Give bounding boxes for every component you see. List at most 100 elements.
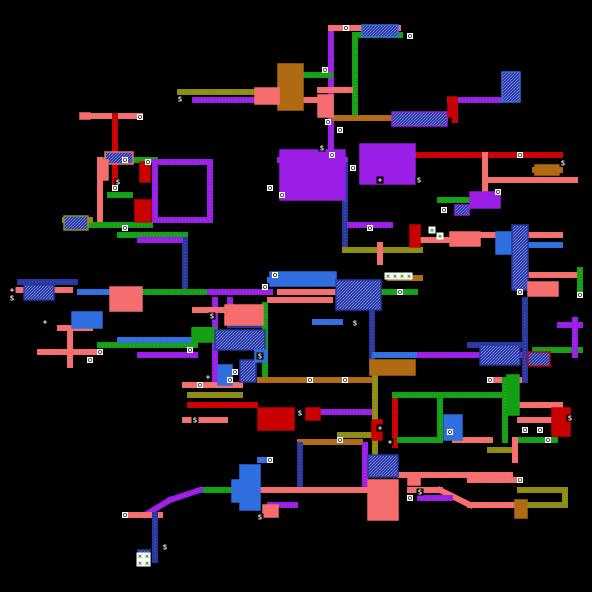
save-icon-bg [351, 319, 359, 327]
corridor-98 [166, 486, 204, 504]
item-icon: + [43, 319, 47, 327]
boss-icon [398, 272, 406, 280]
door-icon [307, 377, 313, 383]
boss-icon-glyph: × [400, 273, 404, 281]
door-icon-hole [113, 185, 118, 190]
save-icon: S [320, 145, 324, 153]
door-icon-hole [187, 347, 192, 352]
boss-icon [428, 226, 436, 234]
door-icon-hole [538, 427, 543, 432]
boss-icon-glyph: × [386, 273, 390, 281]
item-icon-bg [41, 318, 49, 326]
door-icon [267, 185, 273, 191]
door-icon-hole [88, 357, 93, 362]
save-icon: S [258, 353, 262, 361]
room-15 [469, 191, 501, 209]
door-icon-hole [325, 120, 330, 125]
save-icon-bg [256, 352, 264, 360]
save-icon: S [116, 179, 120, 187]
door-icon-hole [272, 272, 277, 277]
door-icon [337, 127, 343, 133]
door-icon-hole [232, 369, 237, 374]
door-icon [137, 114, 143, 120]
room-0 [361, 24, 399, 38]
door-icon [447, 429, 453, 435]
boss-icon [143, 552, 151, 560]
door-icon [367, 225, 373, 231]
room-13 [279, 149, 346, 201]
boss-icon [143, 559, 151, 567]
door-icon-hole [322, 68, 327, 73]
room-27 [224, 304, 264, 326]
door-icon-hole [337, 437, 342, 442]
boss-icon-glyph: × [430, 227, 434, 235]
room-20 [527, 281, 559, 297]
save-icon: S [561, 160, 565, 168]
room-44 [479, 344, 521, 366]
boss-icon-glyph: × [145, 560, 149, 568]
save-icon-bg [318, 144, 326, 152]
door-icon [97, 349, 103, 355]
room-46 [231, 479, 258, 503]
door-icon [272, 272, 278, 278]
room-7 [79, 112, 91, 120]
room-28 [71, 311, 103, 329]
door-icon-hole [267, 457, 272, 462]
door-icon [537, 427, 543, 433]
boss-icon-glyph: × [138, 560, 142, 568]
door-icon-hole [123, 513, 128, 518]
door-icon-hole [523, 427, 528, 432]
door-icon [487, 377, 493, 383]
door-icon [577, 292, 583, 298]
save-icon-bg [208, 312, 216, 320]
save-icon-bg [191, 416, 199, 424]
door-icon-hole [343, 25, 348, 30]
door-icon [122, 512, 128, 518]
room-34 [369, 359, 416, 376]
item-icon-bg [386, 438, 394, 446]
room-29 [191, 327, 217, 343]
save-icon: S [10, 295, 14, 303]
room-4 [391, 111, 448, 127]
boss-icon-glyph: × [438, 233, 442, 241]
room-38 [367, 454, 399, 478]
door-icon [227, 377, 233, 383]
room-8 [104, 151, 134, 165]
room-19 [511, 224, 529, 291]
door-icon [197, 382, 203, 388]
room-1 [277, 63, 304, 111]
corridor-106 [435, 485, 475, 510]
corridor-track-98 [169, 489, 201, 501]
room-6 [447, 96, 457, 118]
door-icon-hole [518, 289, 523, 294]
door-icon-hole [407, 34, 412, 39]
save-icon-bg [114, 178, 122, 186]
save-icon-bg [8, 294, 16, 302]
room-3 [317, 94, 334, 118]
door-icon-hole [441, 207, 446, 212]
door-icon-hole [495, 189, 500, 194]
door-icon-hole [337, 127, 342, 132]
room-2 [254, 87, 280, 105]
save-icon: S [417, 177, 421, 185]
save-icon: S [193, 417, 197, 425]
item-icon-bg [8, 286, 16, 294]
room-26 [335, 279, 382, 311]
boss-icon-glyph: × [407, 273, 411, 281]
room-35 [257, 407, 295, 431]
boss-icon-glyph: × [145, 553, 149, 561]
corridor-track-99 [144, 499, 171, 516]
door-icon [112, 185, 118, 191]
boss-icon [436, 232, 444, 240]
door-icon-hole [367, 225, 372, 230]
door-icon-hole [262, 284, 267, 289]
boss-icon-glyph: × [393, 273, 397, 281]
door-icon-hole [227, 377, 232, 382]
door-icon [187, 347, 193, 353]
boss-icon [136, 552, 144, 560]
room-30 [214, 329, 266, 351]
door-icon-hole [546, 437, 551, 442]
door-icon-hole [342, 377, 347, 382]
save-icon-bg [416, 488, 424, 496]
